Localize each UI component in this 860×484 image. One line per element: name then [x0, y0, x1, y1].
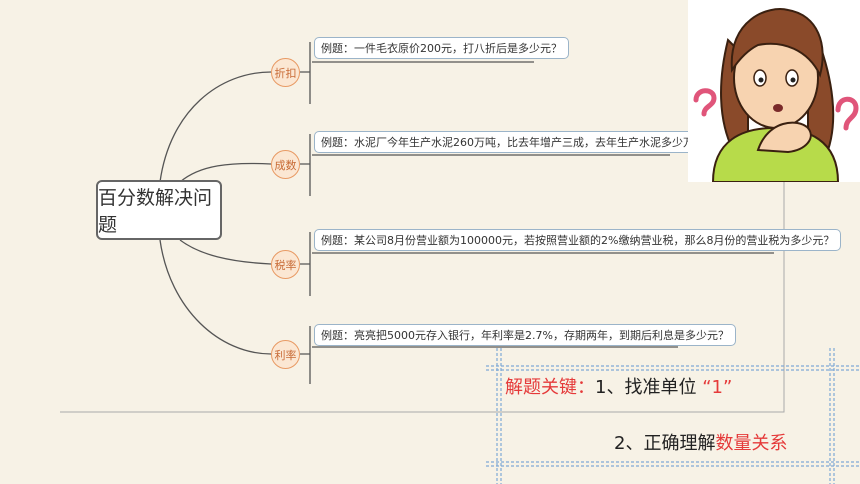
- example-lilv: 例题：亮亮把5000元存入银行，年利率是2.7%，存期两年，到期后利息是多少元？: [314, 324, 736, 346]
- example-shuilv: 例题：某公司8月份营业额为100000元，若按照营业额的2%缴纳营业税，那么8月…: [314, 229, 842, 251]
- key-point-1-highlight: “1”: [702, 377, 733, 398]
- key-point-2-text: 2、正确理解: [614, 433, 716, 454]
- connector-lilv: [159, 239, 272, 355]
- dashed-bottom: [486, 461, 860, 467]
- connector-chengshu: [179, 162, 272, 183]
- thinking-girl-illustration: [688, 0, 860, 183]
- key-heading: 解题关键：: [505, 377, 595, 398]
- bracket-shuilv: [300, 232, 311, 296]
- branch-chengshu: 成数: [271, 150, 300, 179]
- key-point-1-text: 1、找准单位: [595, 377, 697, 398]
- bracket-lilv: [300, 326, 311, 384]
- dashed-right: [829, 348, 835, 484]
- bracket-zhekou: [300, 42, 311, 104]
- dashed-left: [496, 348, 502, 484]
- bracket-chengshu: [300, 134, 311, 196]
- root-node: 百分数解决问题: [96, 180, 222, 240]
- example-chengshu: 例题：水泥厂今年生产水泥260万吨，比去年增产三成，去年生产水泥多少万吨？: [314, 131, 723, 153]
- frame-line: [60, 180, 785, 413]
- key-point-2-highlight: 数量关系: [715, 433, 788, 454]
- key-point-2: 2、正确理解数量关系: [614, 429, 787, 455]
- dashed-top: [486, 365, 860, 371]
- branch-lilv: 利率: [271, 340, 300, 369]
- branch-shuilv: 税率: [271, 250, 300, 279]
- key-point-1: 解题关键：1、找准单位 “1”: [505, 373, 732, 399]
- connector-zhekou: [159, 71, 272, 183]
- connector-shuilv: [179, 239, 272, 265]
- thinking-girl-icon: [693, 8, 859, 183]
- example-zhekou: 例题：一件毛衣原价200元，打八折后是多少元？: [314, 37, 569, 59]
- branch-zhekou: 折扣: [271, 58, 300, 87]
